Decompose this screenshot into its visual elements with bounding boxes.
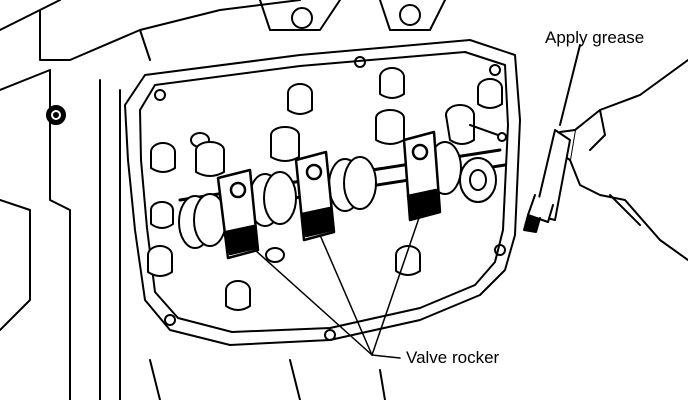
valve-spring <box>270 126 300 162</box>
valve-rocker <box>402 130 442 222</box>
head-bolt <box>265 247 285 263</box>
head-bolt <box>379 67 405 99</box>
engine-block-outline <box>0 0 446 400</box>
valve-rocker-leader-lines <box>254 214 421 359</box>
cam-lobe <box>328 156 377 212</box>
head-bolt <box>225 280 251 311</box>
valve-rockers <box>216 130 442 260</box>
valve-rocker <box>216 168 260 260</box>
cylinder-head-bolts <box>147 67 503 311</box>
head-bolt <box>147 245 173 277</box>
camshaft <box>178 104 507 249</box>
cam-lobe <box>178 193 227 249</box>
head-bolt <box>150 201 174 229</box>
valve-rocker <box>294 150 336 242</box>
valve-rocker-label: Valve rocker <box>406 348 500 367</box>
cam-sprocket-stub <box>445 104 507 145</box>
head-bolt <box>150 142 176 173</box>
valve-spring <box>195 141 225 177</box>
cam-lobe <box>248 171 297 227</box>
camshaft-end <box>459 157 497 203</box>
valve-spring <box>375 109 405 145</box>
apply-grease-label: Apply grease <box>545 28 645 47</box>
hand-with-grease-brush <box>523 44 688 261</box>
head-bolt <box>477 78 503 109</box>
head-bolt <box>287 83 313 115</box>
head-bolt <box>395 245 421 276</box>
